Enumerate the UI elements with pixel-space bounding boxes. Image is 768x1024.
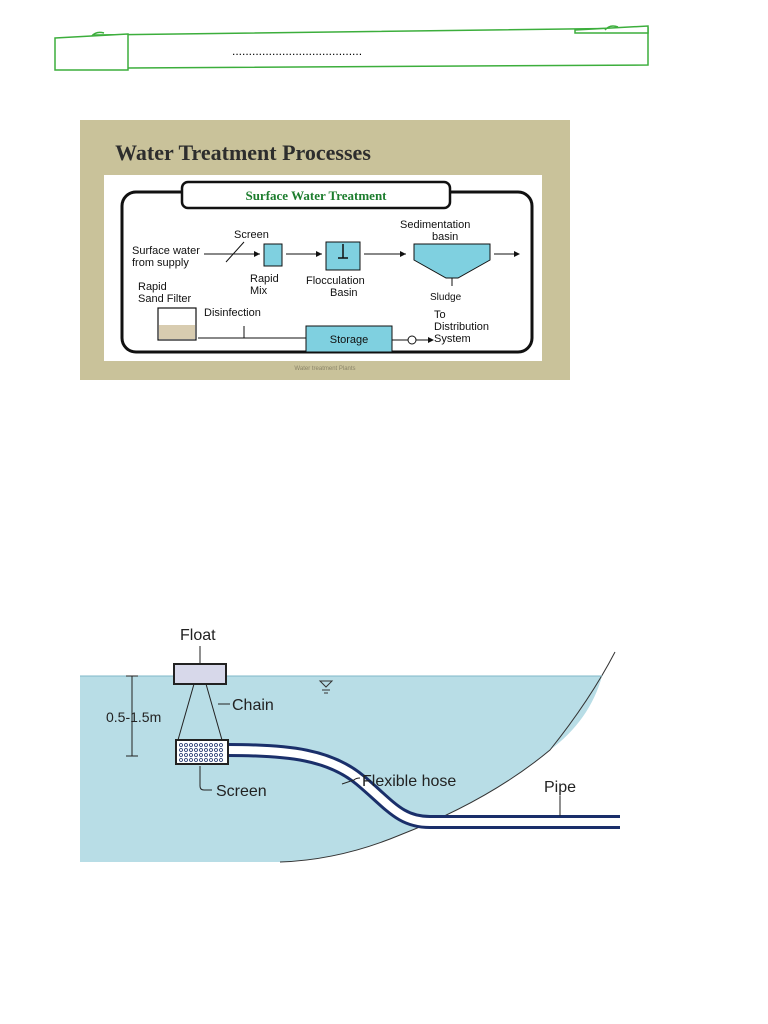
screen-holes — [179, 743, 223, 762]
label-distribution-1: To — [434, 309, 446, 321]
chain-right — [205, 683, 223, 741]
banner-left-curl — [91, 31, 105, 37]
label-distribution-2: Distribution — [434, 321, 489, 333]
label-flocculation-2: Basin — [330, 287, 358, 299]
banner-left-roll — [54, 33, 129, 71]
label-rapid-mix-2: Mix — [250, 285, 268, 297]
rapid-mix-tank — [263, 243, 283, 267]
banner-dots: ....................................... — [232, 44, 363, 58]
float — [173, 663, 227, 685]
chain-left — [177, 683, 195, 741]
water-level-icon — [318, 680, 334, 688]
hose-leader — [341, 777, 361, 785]
label-pipe: Pipe — [544, 779, 576, 796]
label-flocculation-1: Flocculation — [306, 275, 365, 287]
label-screen: Screen — [216, 783, 267, 800]
scroll-banner — [54, 25, 649, 71]
sedimentation-basin — [413, 243, 491, 279]
slide-title: Water Treatment Processes — [115, 140, 371, 165]
banner-body — [93, 27, 649, 69]
diagram-subtitle: Surface Water Treatment — [245, 188, 387, 203]
banner-right-curl — [604, 25, 619, 31]
label-source-2: from supply — [132, 257, 189, 269]
banner-right-roll — [574, 25, 649, 34]
label-chain: Chain — [232, 697, 274, 714]
screen-leader — [199, 766, 212, 791]
slide-footer: Water treatment Plants — [294, 366, 355, 372]
label-sand-filter-1: Rapid — [138, 281, 167, 293]
label-distribution-3: System — [434, 333, 471, 345]
flexible-hose-inner — [227, 746, 620, 826]
label-sedimentation-2: basin — [432, 231, 458, 243]
label-depth: 0.5-1.5m — [106, 709, 161, 725]
label-float: Float — [180, 627, 216, 644]
label-storage: Storage — [330, 334, 369, 346]
label-flexible-hose: Flexible hose — [362, 773, 456, 790]
subtitle-box — [180, 180, 452, 210]
floating-intake-diagram: Float Chain 0.5-1.5m Screen Flexible hos… — [80, 627, 620, 863]
label-sand-filter-2: Sand Filter — [138, 293, 192, 305]
storage-tank — [305, 325, 393, 353]
label-sedimentation-1: Sedimentation — [400, 219, 470, 231]
label-source-1: Surface water — [132, 245, 200, 257]
screen-line — [225, 241, 245, 263]
label-rapid-mix-1: Rapid — [250, 273, 279, 285]
label-disinfection: Disinfection — [204, 307, 261, 319]
water-treatment-diagram: Water Treatment Processes Surface Water … — [80, 120, 570, 380]
label-screen: Screen — [234, 229, 269, 241]
label-sludge: Sludge — [430, 292, 462, 303]
bank-line — [279, 651, 616, 863]
